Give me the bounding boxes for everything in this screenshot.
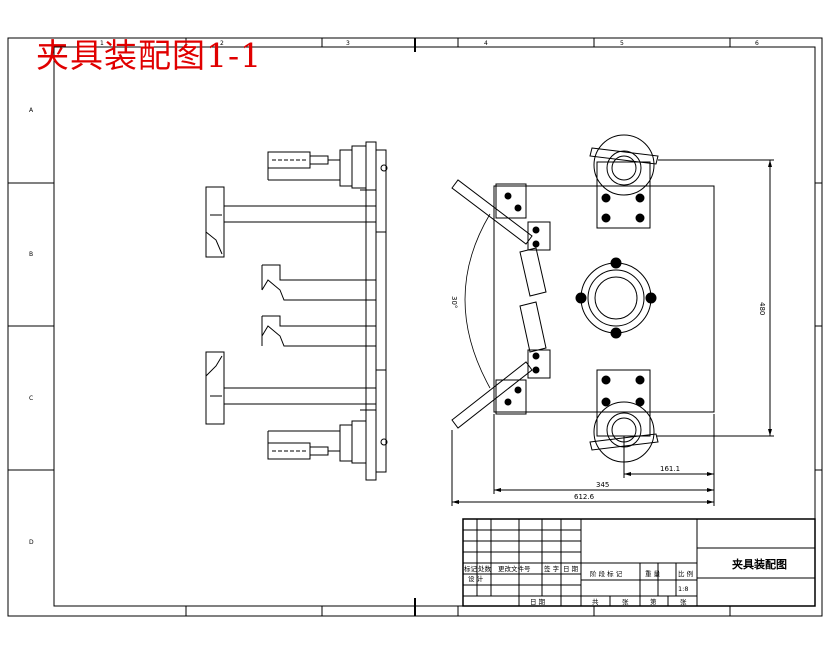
tb-weight: 重 量 bbox=[645, 570, 661, 578]
dim-base-width: 345 bbox=[596, 481, 609, 489]
dim-right-offset: 161.1 bbox=[660, 465, 680, 473]
tb-scale-value: 1:8 bbox=[678, 585, 688, 593]
tb-header-change-doc: 更改文件号 bbox=[498, 564, 531, 573]
zone-row-c: C bbox=[29, 395, 33, 402]
zone-row-a: A bbox=[29, 107, 34, 114]
dim-vertical-span: 480 bbox=[758, 302, 766, 315]
tb-header-mark: 标记 bbox=[464, 564, 478, 573]
tb-header-count: 处数 bbox=[478, 564, 492, 573]
tb-designer-label: 设 计 bbox=[468, 574, 484, 583]
tb-date-label: 日 期 bbox=[530, 598, 546, 606]
zone-col-5: 5 bbox=[620, 40, 624, 47]
side-view bbox=[205, 141, 388, 481]
tb-stage-mark: 阶 段 标 记 bbox=[590, 569, 623, 578]
top-view bbox=[451, 134, 774, 506]
tb-drawing-name: 夹具装配图 bbox=[732, 557, 787, 571]
zone-row-b: B bbox=[29, 251, 33, 258]
dim-angle: 30° bbox=[450, 296, 458, 308]
title-block bbox=[462, 518, 816, 607]
zone-col-3: 3 bbox=[346, 40, 350, 47]
tb-sheet-index: 第 bbox=[650, 597, 657, 606]
dim-overall-width: 612.6 bbox=[574, 493, 595, 501]
zone-col-6: 6 bbox=[755, 40, 759, 47]
tb-header-date: 日 期 bbox=[563, 565, 579, 573]
outer-frame bbox=[7, 37, 823, 617]
zone-col-4: 4 bbox=[484, 40, 488, 47]
tb-scale-label: 比 例 bbox=[678, 569, 693, 578]
inner-frame bbox=[53, 46, 816, 607]
tb-sheet-unit-a: 张 bbox=[622, 597, 629, 606]
tb-sheet-unit-b: 张 bbox=[680, 597, 687, 606]
overlay-title: 夹具装配图1-1 bbox=[36, 36, 263, 75]
tb-header-signature: 签 字 bbox=[544, 564, 560, 573]
zone-col-1: 1 bbox=[100, 40, 104, 47]
tb-sheet-total: 共 bbox=[592, 597, 599, 606]
zone-col-2: 2 bbox=[220, 40, 224, 47]
zone-row-d: D bbox=[29, 539, 34, 546]
